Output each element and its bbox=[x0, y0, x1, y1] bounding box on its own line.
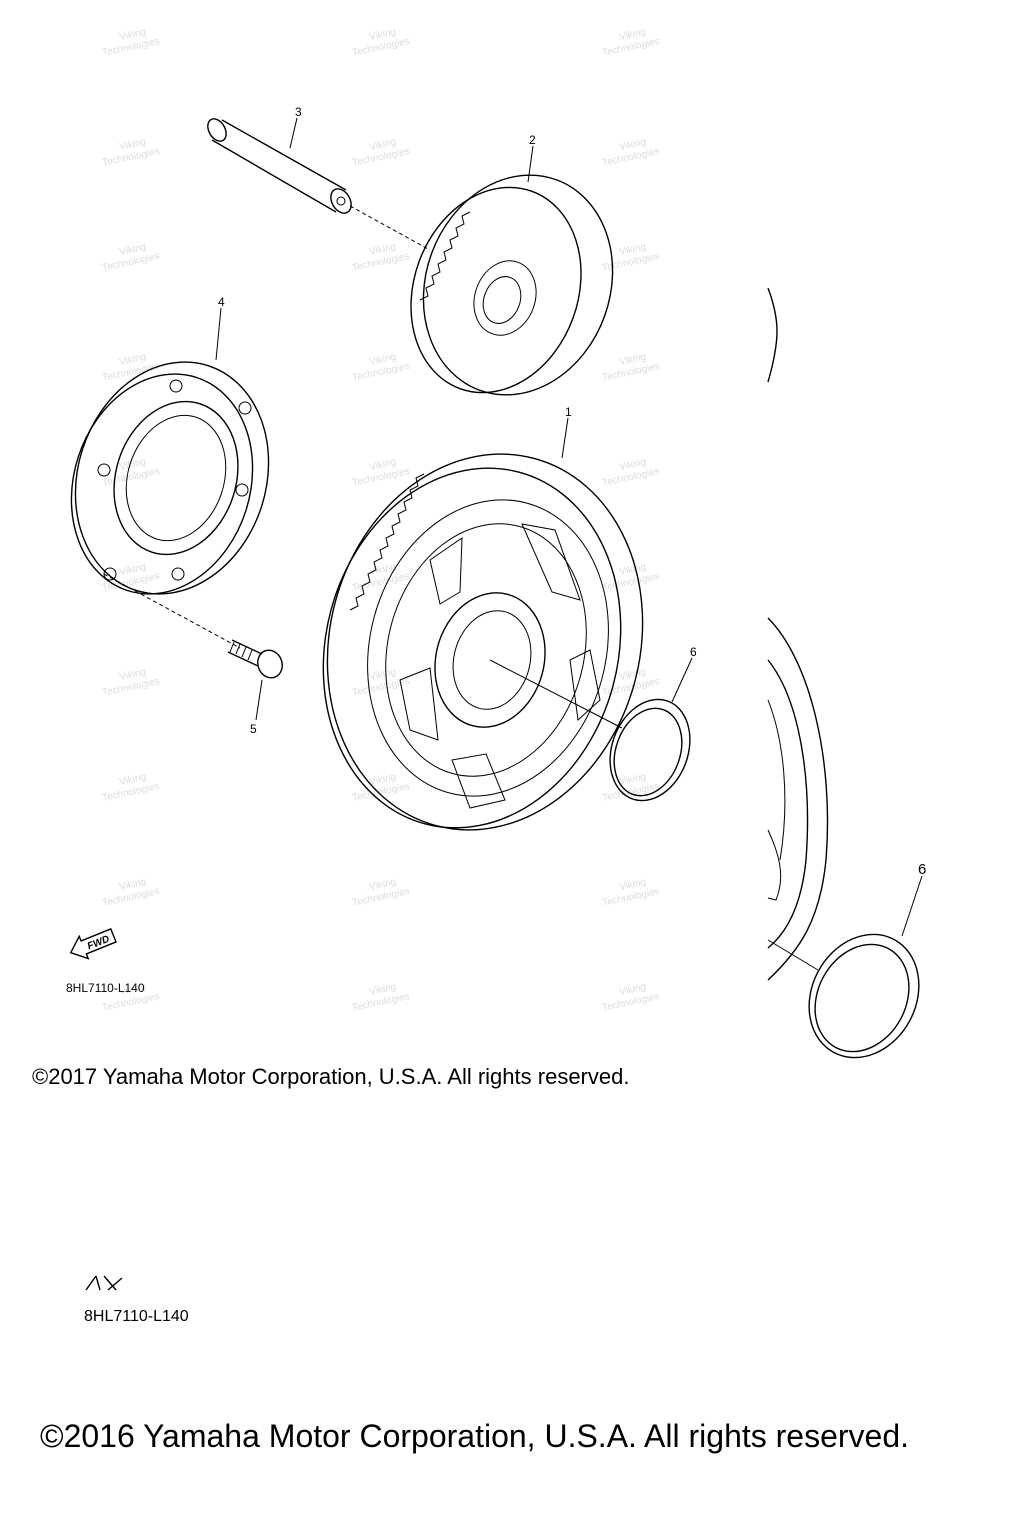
part-4-starter-clutch bbox=[70, 361, 270, 649]
drawing-code: 8HL7110-L140 bbox=[66, 981, 145, 995]
part-5-bolt bbox=[227, 639, 283, 679]
part-6-washer-detail bbox=[808, 933, 920, 1059]
fwd-arrow-icon: FWD bbox=[69, 928, 117, 960]
part-6-washer bbox=[609, 698, 691, 802]
callout-number: 6 bbox=[918, 861, 926, 878]
fwd-arrow-icon-cropped bbox=[85, 1275, 123, 1291]
callout-number: 3 bbox=[295, 105, 302, 119]
callout-number: 4 bbox=[218, 295, 225, 309]
copyright-notice: ©2017 Yamaha Motor Corporation, U.S.A. A… bbox=[32, 1064, 630, 1089]
cropped-gear-outline bbox=[767, 287, 829, 981]
callout-leaders bbox=[215, 117, 923, 937]
callout-number: 6 bbox=[690, 645, 697, 659]
part-1-starter-wheel-gear bbox=[322, 453, 644, 831]
callout-number: 2 bbox=[529, 133, 536, 147]
copyright-notice: ©2016 Yamaha Motor Corporation, U.S.A. A… bbox=[40, 1418, 910, 1454]
drawing-code: 8HL7110-L140 bbox=[84, 1308, 189, 1325]
part-3-shaft bbox=[207, 118, 431, 251]
callout-number: 1 bbox=[565, 405, 572, 419]
part-2-idler-gear bbox=[410, 174, 614, 396]
callout-number: 5 bbox=[250, 722, 257, 736]
